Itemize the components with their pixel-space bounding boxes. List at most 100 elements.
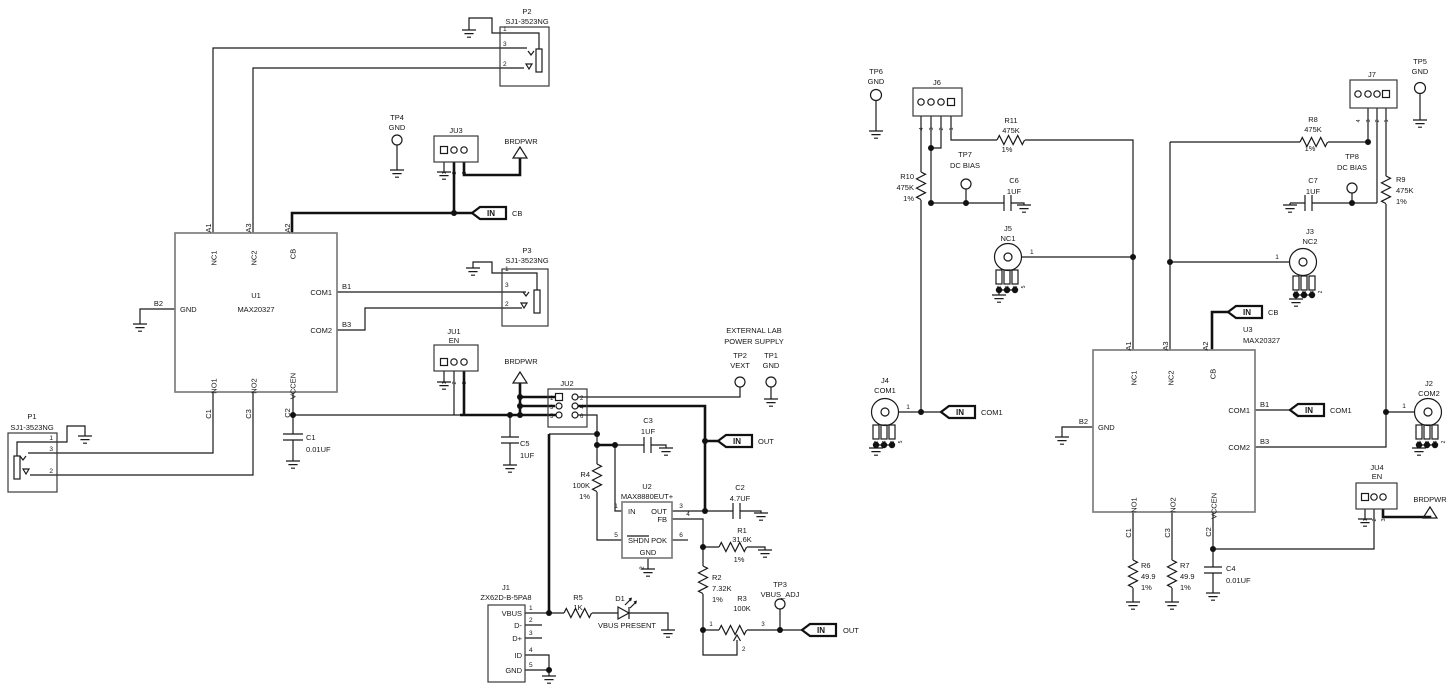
j4-refdes: J4 [881, 376, 889, 385]
u1-pin-gnd: GND [180, 305, 197, 314]
tp2-net: VEXT [730, 361, 750, 370]
u1-pin-cb: CB [289, 249, 298, 259]
j2-gnd-num-3: 3 [1425, 440, 1431, 443]
j3-gnd-num-4: 4 [1310, 290, 1316, 293]
tp6-testpoint [869, 88, 883, 102]
j1-pin-dm: D- [514, 621, 522, 630]
u1-des-b1: B1 [342, 282, 351, 291]
j3-coax-jack [1288, 247, 1318, 291]
u3-des-c2: C2 [1204, 527, 1213, 537]
r11-value: 475K [1002, 126, 1020, 135]
j3-pin1-num: 1 [1275, 254, 1279, 261]
ju1-pin3-num: 3 [462, 381, 468, 384]
out-tag-2-in: IN [817, 626, 825, 635]
ju2-pin3-num: 3 [550, 405, 554, 411]
r1-tol: 1% [734, 555, 745, 564]
brdpwr-label-3: BRDPWR [1413, 495, 1447, 504]
ju1-pin1-num: 1 [442, 381, 448, 384]
u2-pin-gnd: GND [640, 548, 657, 557]
u3-des-a1: A1 [1124, 341, 1133, 350]
r4-refdes: R4 [580, 470, 590, 479]
j5-gnd-num-4: 4 [1005, 285, 1011, 288]
tp8-refdes: TP8 [1345, 152, 1359, 161]
u1-des-b3: B3 [342, 320, 351, 329]
j7-refdes: J7 [1368, 70, 1376, 79]
p3-pin3-num: 3 [505, 282, 509, 289]
u2-num-4: 4 [686, 511, 690, 518]
p3-refdes: P3 [522, 246, 531, 255]
u3-pin-cb: CB [1209, 369, 1218, 379]
c6-refdes: C6 [1009, 176, 1019, 185]
tp8-testpoint [1346, 182, 1358, 194]
p1-partnum: SJ1-3523NG [10, 423, 54, 432]
tp5-net: GND [1412, 67, 1429, 76]
c3-value: 1UF [641, 427, 656, 436]
r8-refdes: R8 [1308, 115, 1318, 124]
u1-pin-vccen: VCCEN [289, 373, 298, 399]
r3-value: 100K [733, 604, 751, 613]
brdpwr-label-2: BRDPWR [504, 357, 538, 366]
j2-gnd-num-4: 4 [1433, 440, 1439, 443]
r9-refdes: R9 [1396, 175, 1406, 184]
tp4-net: GND [389, 123, 406, 132]
r1-value: 31.6K [732, 535, 752, 544]
j4-pin1-num: 1 [906, 404, 910, 411]
j4-gnd-num-2: 2 [874, 440, 880, 443]
tp1-net: GND [763, 361, 780, 370]
r7-tol: 1% [1180, 583, 1191, 592]
j2-coax-jack [1413, 397, 1443, 440]
r3-pin1-num: 1 [709, 622, 713, 628]
u1-des-a3: A3 [244, 223, 253, 232]
u3-des-b3: B3 [1260, 437, 1269, 446]
u2-num-1: 1 [614, 503, 618, 510]
ju3-pin2-num: 2 [452, 171, 458, 174]
r10-refdes: R10 [900, 172, 914, 181]
ju3-pin3-num: 3 [462, 171, 468, 174]
u2-pin-fb: FB [657, 515, 667, 524]
u1-des-a1: A1 [204, 223, 213, 232]
j2-refdes: J2 [1425, 379, 1433, 388]
j2-net: COM2 [1418, 389, 1440, 398]
u2-pin-shdn: SHDN [628, 536, 649, 545]
j6-pin4-num: 4 [919, 127, 925, 130]
j5-pin1-num: 1 [1030, 249, 1034, 256]
tp7-refdes: TP7 [958, 150, 972, 159]
tp7-net: DC BIAS [950, 161, 980, 170]
tp5-refdes: TP5 [1413, 57, 1427, 66]
ju2-jumper-box [547, 388, 588, 428]
p1-pin3-num: 3 [49, 446, 53, 453]
tp3-testpoint [774, 598, 786, 610]
cb-tag-2-in: IN [1243, 308, 1251, 317]
r11-tol: 1% [1002, 145, 1013, 154]
ju1-pin2-num: 2 [452, 381, 458, 384]
tp4-testpoint [391, 134, 403, 146]
c2-value: 4.7UF [730, 494, 751, 503]
c7-refdes: C7 [1308, 176, 1318, 185]
ju1-jumper-box [433, 344, 479, 372]
ju4-pin3-num: 3 [1381, 518, 1387, 521]
brdpwr-triangle-2 [511, 370, 529, 384]
r9-resistor [1380, 175, 1392, 205]
r10-resistor [915, 171, 927, 201]
p3-partnum: SJ1-3523NG [505, 256, 549, 265]
u2-pin-in: IN [628, 507, 636, 516]
r6-tol: 1% [1141, 583, 1152, 592]
com1-tag-2-net: COM1 [1330, 406, 1352, 415]
tp8-net: DC BIAS [1337, 163, 1367, 172]
tp3-refdes: TP3 [773, 580, 787, 589]
u3-pin-no2: NO2 [1169, 497, 1178, 512]
ju3-pin1-num: 1 [442, 171, 448, 174]
j1-partnum: ZX62D-B-5PA8 [480, 593, 531, 602]
p1-refdes: P1 [27, 412, 36, 421]
r5-value: 1K [573, 603, 582, 612]
c1-value: 0.01UF [306, 445, 331, 454]
u2-num-3: 3 [679, 503, 683, 510]
u1-pin-com2: COM2 [310, 326, 332, 335]
p1-jack-box [7, 432, 58, 493]
r9-value: 475K [1396, 186, 1414, 195]
j5-net: NC1 [1000, 234, 1015, 243]
r10-value: 475K [896, 183, 914, 192]
j5-coax-jack [993, 242, 1023, 285]
